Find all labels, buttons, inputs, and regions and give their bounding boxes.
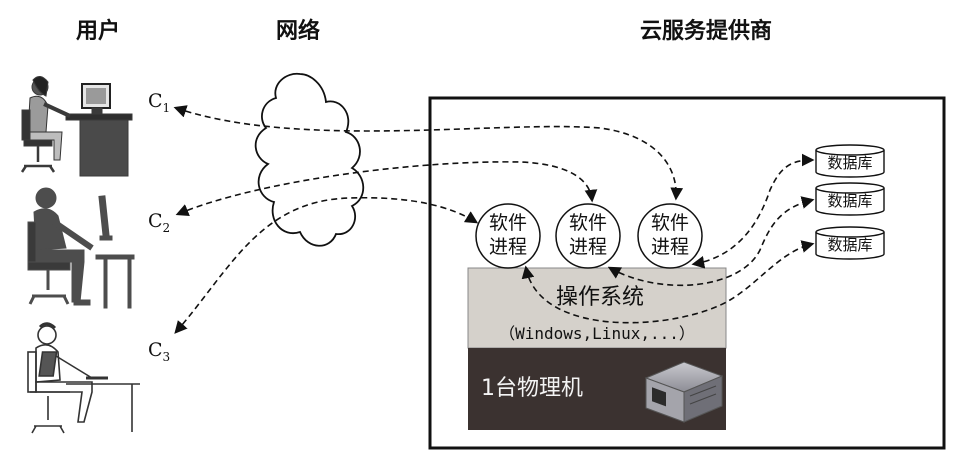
user-2-figure (27, 187, 135, 309)
server-icon (644, 361, 724, 423)
os-subtitle: （Windows,Linux,...） (499, 324, 695, 343)
software-process-3: 软件 进程 (637, 203, 703, 269)
provider-heading: 云服务提供商 (640, 18, 772, 44)
users-heading: 用户 (76, 18, 120, 44)
svg-text:软件: 软件 (651, 212, 689, 234)
user-1-figure (20, 76, 133, 177)
svg-text:软件: 软件 (569, 212, 607, 234)
user-3-figure (27, 322, 140, 434)
client-label-c2: C2 (148, 210, 170, 235)
svg-text:进程: 进程 (569, 236, 607, 258)
database-1: 数据库 (815, 144, 885, 178)
network-heading: 网络 (276, 18, 320, 44)
database-2: 数据库 (815, 182, 885, 216)
os-layer (467, 267, 727, 349)
database-3: 数据库 (815, 226, 885, 260)
software-process-2: 软件 进程 (555, 203, 621, 269)
svg-text:数据库: 数据库 (827, 192, 872, 210)
client-label-c3: C3 (148, 339, 170, 364)
physical-machine-label: 1台物理机 (481, 376, 583, 401)
svg-text:进程: 进程 (651, 236, 689, 258)
flow-c2-process-2 (175, 161, 598, 216)
svg-text:软件: 软件 (489, 212, 527, 234)
os-title: 操作系统 (556, 285, 644, 310)
svg-text:进程: 进程 (489, 236, 527, 258)
flow-c1-process-3 (173, 105, 684, 201)
software-process-1: 软件 进程 (475, 203, 541, 269)
flow-process-3-database-1 (691, 153, 815, 269)
svg-text:数据库: 数据库 (827, 236, 872, 254)
flow-process-1-database-3 (521, 240, 815, 324)
flow-c3-process-1 (174, 196, 479, 334)
client-label-c1: C1 (148, 90, 170, 115)
network-cloud-icon (254, 72, 365, 247)
svg-text:数据库: 数据库 (827, 154, 872, 172)
